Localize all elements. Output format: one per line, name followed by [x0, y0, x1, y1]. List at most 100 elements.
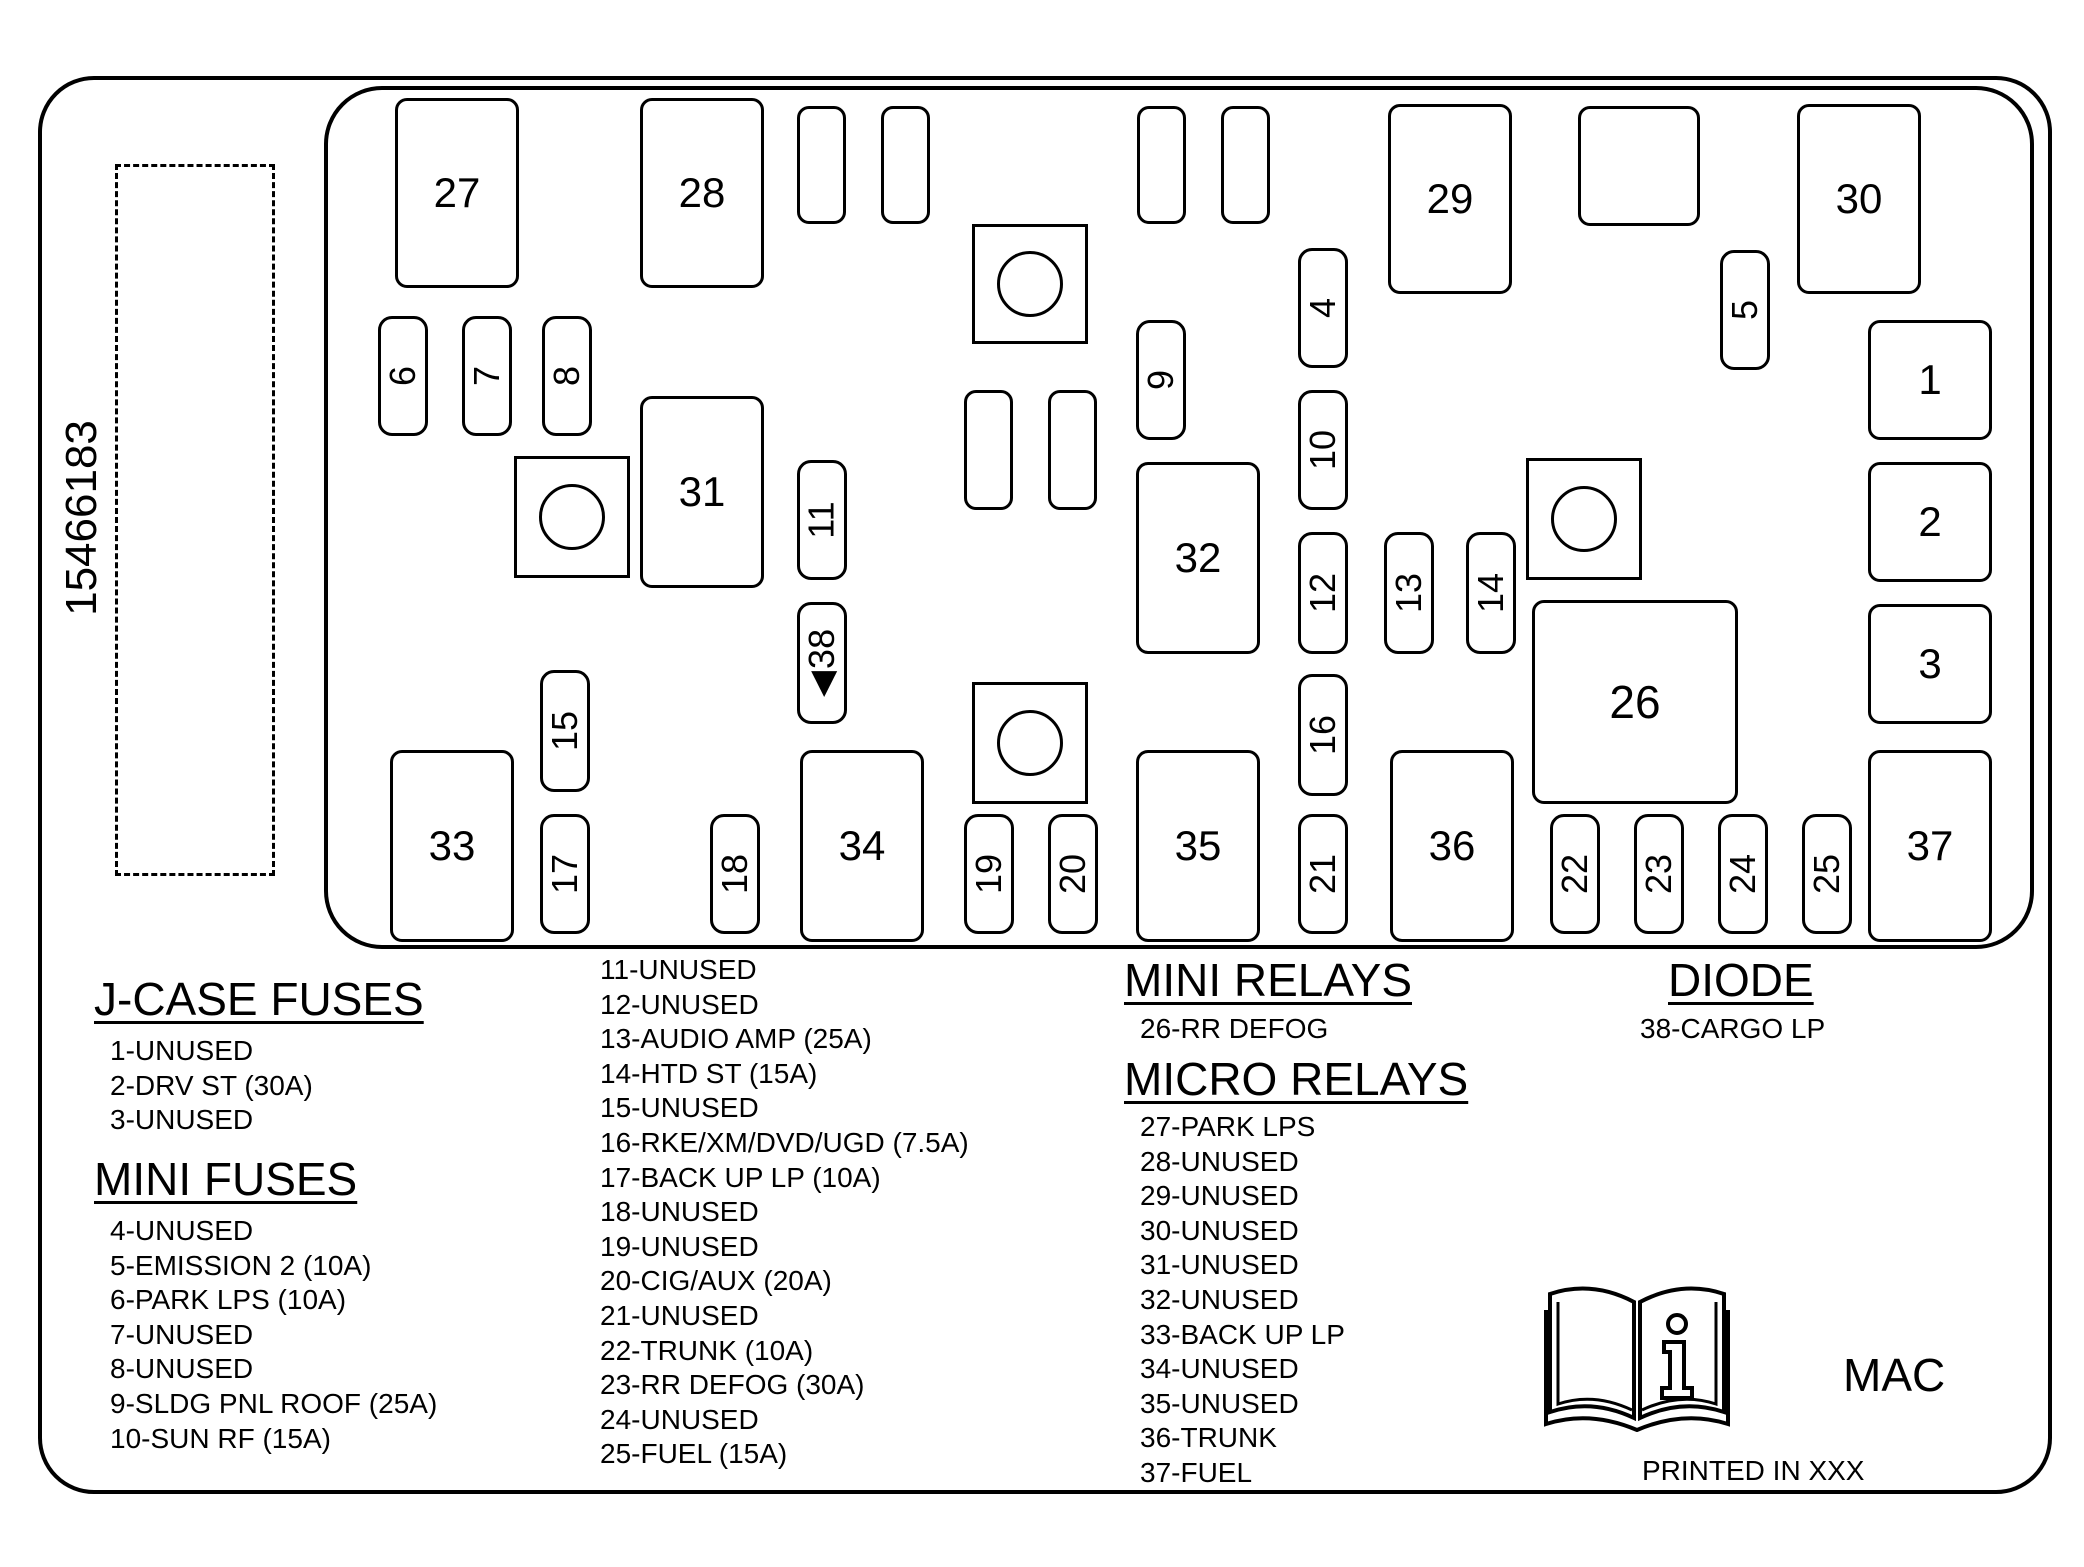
- diode-number: ◀ 38: [801, 629, 843, 697]
- mini-relays-list: 26-RR DEFOG: [1140, 1012, 1328, 1047]
- relay-29: 29: [1388, 104, 1512, 294]
- fuse-number: 13: [1387, 572, 1429, 614]
- diode-heading: DIODE: [1668, 954, 1814, 1006]
- list-item: 34-UNUSED: [1140, 1353, 1299, 1385]
- mini-fuse-9: 9: [1136, 320, 1186, 440]
- list-item: 17-BACK UP LP (10A): [600, 1161, 881, 1193]
- relay-31: 31: [640, 396, 764, 588]
- fuse-number: 20: [1051, 853, 1093, 895]
- fuse-number: 10: [1301, 429, 1343, 471]
- relay-27: 27: [395, 98, 519, 288]
- manufacturer-code: MAC: [1843, 1349, 1946, 1401]
- mini-fuse-13: 13: [1384, 532, 1434, 654]
- fuse-number: 21: [1301, 853, 1343, 895]
- spare-fuse-slot: [881, 106, 930, 224]
- mini-fuse-6: 6: [378, 316, 428, 436]
- mini-fuses-list-col2: 11-UNUSED 12-UNUSED 13-AUDIO AMP (25A) 1…: [600, 953, 969, 1472]
- list-item: 20-CIG/AUX (20A): [600, 1265, 832, 1297]
- mini-fuse-14: 14: [1466, 532, 1516, 654]
- jcase-fuse-1: 1: [1868, 320, 1992, 440]
- list-item: 36-TRUNK: [1140, 1422, 1277, 1454]
- list-item: 9-SLDG PNL ROOF (25A): [110, 1387, 438, 1419]
- jcase-fuse-3: 3: [1868, 604, 1992, 724]
- list-item: 37-FUEL: [1140, 1456, 1253, 1488]
- list-item: 30-UNUSED: [1140, 1214, 1299, 1246]
- jcase-fuses-list: 1-UNUSED 2-DRV ST (30A) 3-UNUSED: [110, 1034, 313, 1138]
- list-item: 14-HTD ST (15A): [600, 1057, 818, 1089]
- part-number-area: [115, 164, 275, 876]
- fuse-number: 2: [1918, 498, 1942, 545]
- fuse-number: 6: [382, 365, 423, 387]
- relay-number: 30: [1835, 175, 1883, 222]
- mini-fuse-25: 25: [1802, 814, 1852, 934]
- relay-36: 36: [1390, 750, 1514, 942]
- relay-37: 37: [1868, 750, 1992, 942]
- list-item: 18-UNUSED: [600, 1196, 759, 1228]
- diode-38: ◀ 38: [797, 602, 847, 724]
- mini-relays-heading: MINI RELAYS: [1124, 954, 1412, 1006]
- fuse-number: 23: [1637, 853, 1679, 895]
- jcase-fuses-heading: J-CASE FUSES: [94, 973, 424, 1025]
- spare-fuse-slot: [964, 390, 1013, 510]
- fuse-number: 16: [1301, 714, 1343, 756]
- stud-hole-icon: [539, 484, 605, 550]
- micro-relays-list: 27-PARK LPS 28-UNUSED 29-UNUSED 30-UNUSE…: [1140, 1110, 1345, 1491]
- spare-fuse-slot: [1048, 390, 1097, 510]
- list-item: 15-UNUSED: [600, 1092, 759, 1124]
- mini-fuses-heading: MINI FUSES: [94, 1153, 358, 1205]
- fuse-number: 12: [1301, 572, 1343, 614]
- spare-relay-slot: [1578, 106, 1700, 226]
- relay-number: 29: [1426, 175, 1474, 222]
- diode-list: 38-CARGO LP: [1640, 1012, 1825, 1047]
- list-item: 22-TRUNK (10A): [600, 1334, 814, 1366]
- mini-fuse-21: 21: [1298, 814, 1348, 934]
- fuse-number: 17: [543, 853, 585, 895]
- list-item: 19-UNUSED: [600, 1230, 759, 1262]
- fuse-number: 25: [1805, 853, 1847, 895]
- list-item: 8-UNUSED: [110, 1353, 254, 1385]
- relay-34: 34: [800, 750, 924, 942]
- list-item: 3-UNUSED: [110, 1104, 254, 1136]
- relay-33: 33: [390, 750, 514, 942]
- fuse-block-outline: [324, 86, 2034, 949]
- list-item: 23-RR DEFOG (30A): [600, 1369, 865, 1401]
- part-number: 15466183: [57, 420, 106, 616]
- fuse-number: 9: [1140, 369, 1181, 391]
- mini-fuse-4: 4: [1298, 248, 1348, 368]
- list-item: 13-AUDIO AMP (25A): [600, 1023, 872, 1055]
- list-item: 25-FUEL (15A): [600, 1438, 788, 1470]
- diode-arrow-icon: ◀: [803, 670, 842, 698]
- list-item: 29-UNUSED: [1140, 1180, 1299, 1212]
- relay-30: 30: [1797, 104, 1921, 294]
- fuse-number: 15: [543, 710, 585, 752]
- fuse-number: 14: [1469, 572, 1511, 614]
- list-item: 27-PARK LPS: [1140, 1111, 1316, 1142]
- mounting-stud: [514, 456, 630, 578]
- list-item: 16-RKE/XM/DVD/UGD (7.5A): [600, 1126, 969, 1158]
- relay-number: 32: [1174, 534, 1222, 581]
- mini-fuse-8: 8: [542, 316, 592, 436]
- fuse-number: 11: [801, 501, 842, 539]
- mounting-stud: [972, 682, 1088, 804]
- mini-fuse-24: 24: [1718, 814, 1768, 934]
- list-item: 33-BACK UP LP: [1140, 1318, 1345, 1350]
- fuse-number: 5: [1724, 299, 1765, 321]
- mini-fuse-10: 10: [1298, 390, 1348, 510]
- relay-number: 26: [1609, 676, 1661, 728]
- micro-relays-heading: MICRO RELAYS: [1124, 1053, 1469, 1105]
- mini-fuse-17: 17: [540, 814, 590, 934]
- stud-hole-icon: [1551, 486, 1617, 552]
- fuse-label-card: [38, 76, 2052, 1494]
- fuse-number: 3: [1918, 640, 1942, 687]
- relay-32: 32: [1136, 462, 1260, 654]
- list-item: 6-PARK LPS (10A): [110, 1284, 347, 1316]
- spare-fuse-slot: [1221, 106, 1270, 224]
- relay-number: 37: [1906, 822, 1954, 869]
- spare-fuse-slot: [797, 106, 846, 224]
- mini-fuse-11: 11: [797, 460, 847, 580]
- mini-fuses-list-col1: 4-UNUSED 5-EMISSION 2 (10A) 6-PARK LPS (…: [110, 1214, 437, 1456]
- fuse-number: 4: [1302, 297, 1343, 319]
- fuse-number: 22: [1553, 853, 1595, 895]
- fuse-number: 8: [546, 365, 587, 387]
- relay-number: 27: [433, 169, 481, 216]
